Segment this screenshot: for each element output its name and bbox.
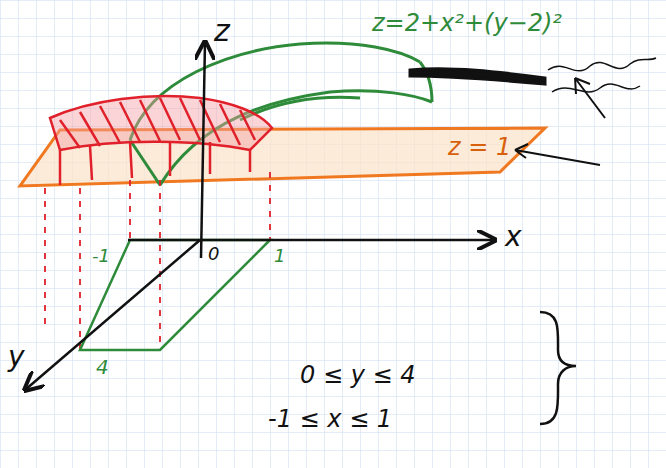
label: -1: [92, 246, 110, 266]
label: z=2+x²+(y−2)²: [372, 10, 562, 36]
label: 1: [274, 246, 285, 266]
label: y: [8, 342, 25, 373]
pointer-arrow: [515, 144, 600, 165]
wavy-lines: [548, 58, 656, 92]
brace: [540, 312, 576, 424]
label: 4: [96, 356, 109, 378]
red-region: [50, 96, 272, 185]
label: z = 1: [448, 134, 511, 160]
axes: [25, 42, 495, 390]
label: z: [214, 14, 230, 47]
label: x: [505, 222, 522, 253]
label: 0 ≤ y ≤ 4: [300, 362, 415, 388]
domain-region: [80, 240, 270, 350]
label: -1 ≤ x ≤ 1: [268, 406, 392, 432]
projection-lines: [45, 172, 270, 350]
pointer-arrow: [575, 78, 605, 118]
scribble: [410, 69, 545, 84]
label: 0: [208, 244, 219, 264]
